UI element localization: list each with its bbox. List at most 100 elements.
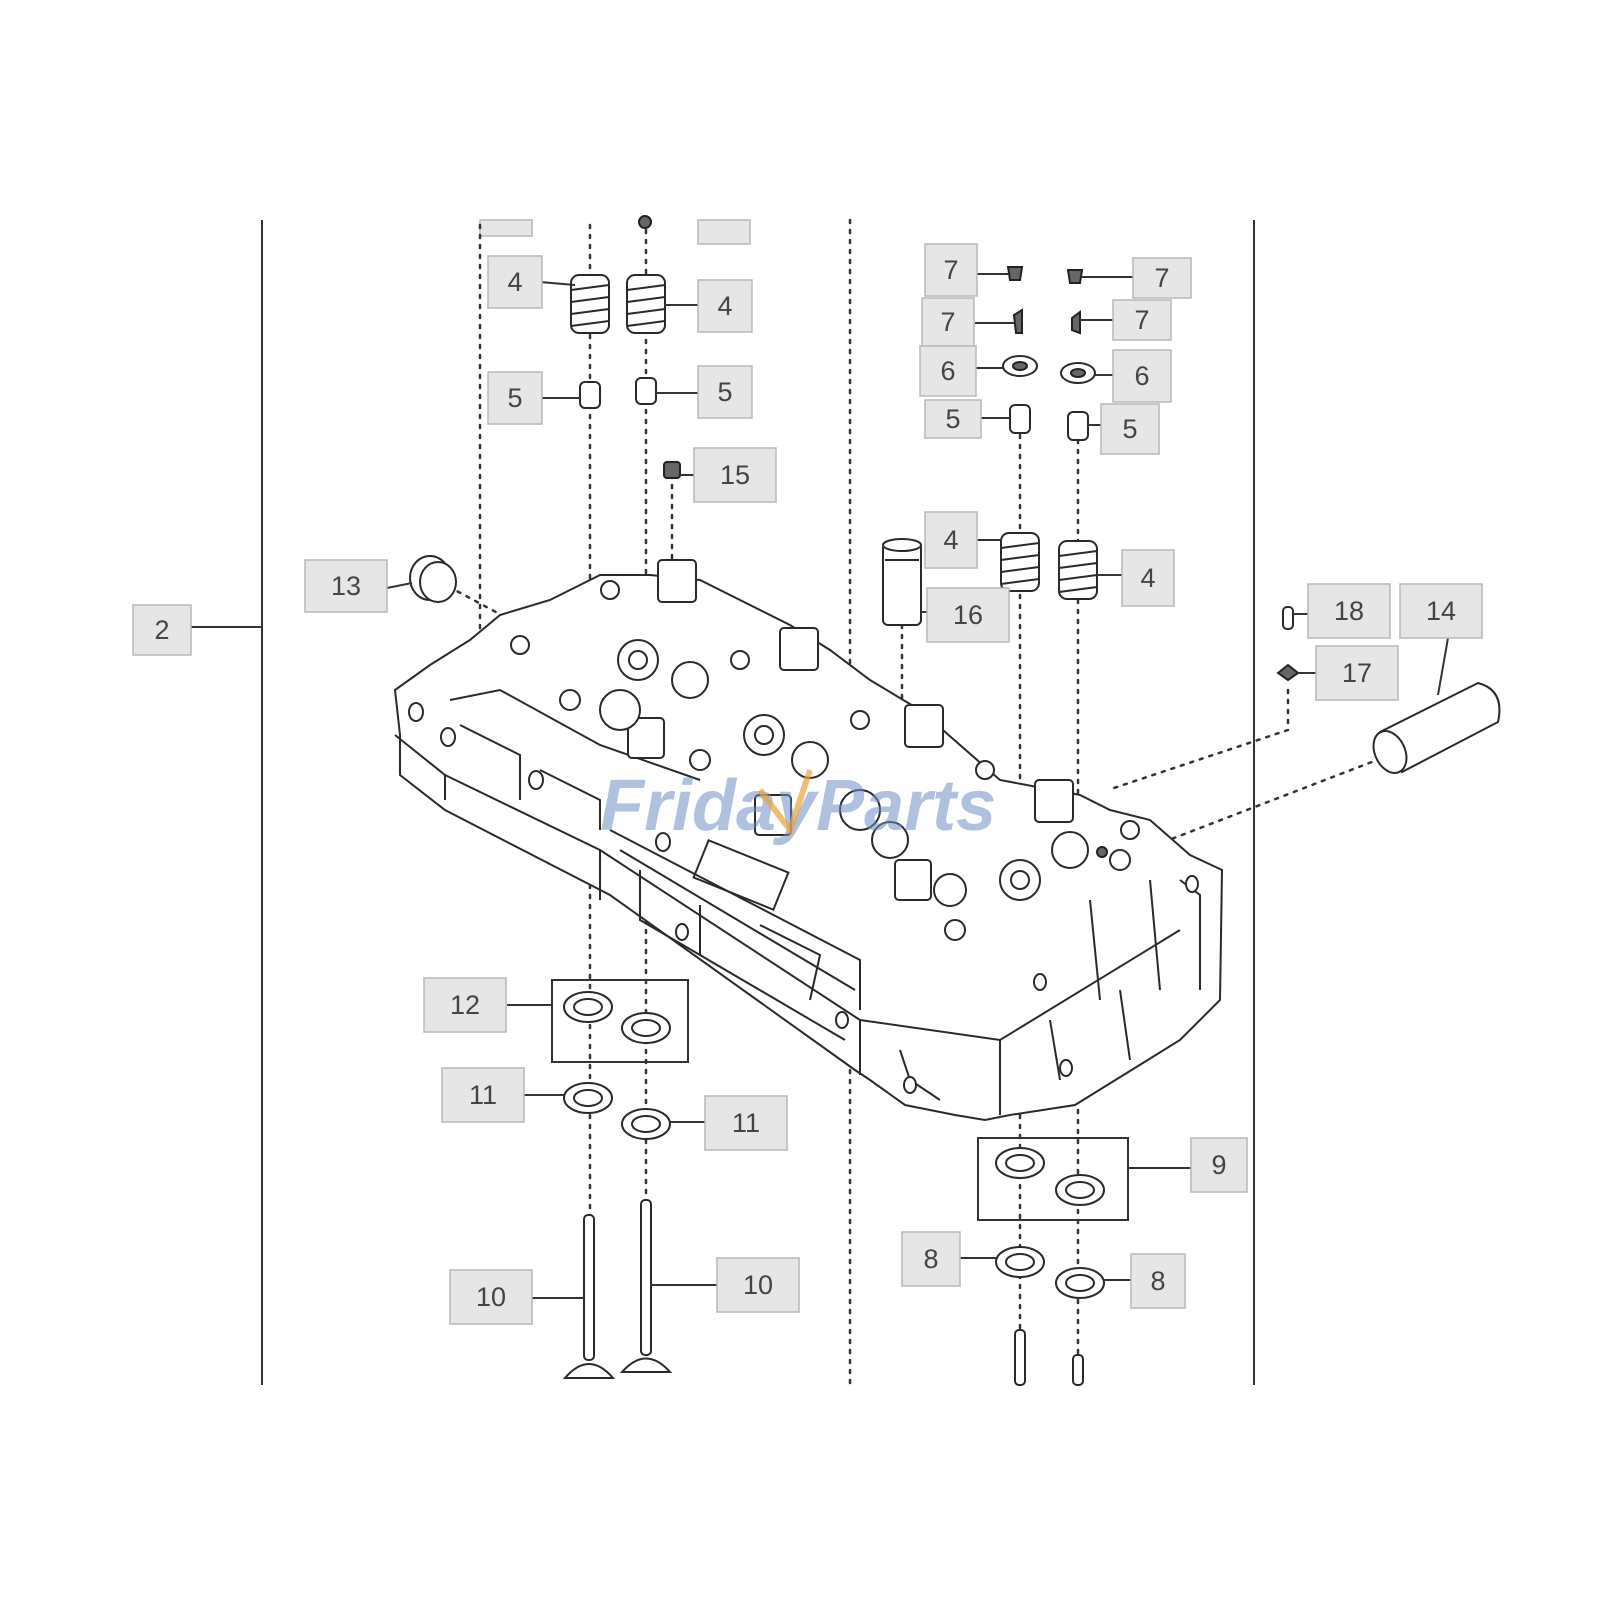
callout-2-c2: 2: [132, 604, 192, 656]
callout-6-c6b: 6: [1112, 349, 1172, 403]
callout-box: [1112, 349, 1172, 403]
callout-box: [1100, 403, 1160, 455]
valve-seats-9: [977, 1137, 1129, 1221]
callout-box: [704, 1095, 788, 1151]
callout-number: 7: [943, 255, 958, 285]
callout-number: 16: [953, 600, 983, 630]
callout-8-c8b: 8: [1130, 1253, 1186, 1309]
callout-box: [487, 371, 543, 425]
callout-15-c15: 15: [693, 447, 777, 503]
callout-box: [901, 1231, 961, 1287]
valve-spring-4-right-b: [1058, 540, 1098, 600]
callout-box: [919, 345, 977, 397]
callout-number: 5: [717, 377, 732, 407]
callout-number: 4: [1140, 563, 1155, 593]
callout-7-c7d: 7: [1112, 299, 1172, 341]
retainers-6: [1002, 355, 1096, 384]
callout-number: 18: [1334, 596, 1364, 626]
callout-4-c4c: 4: [924, 511, 978, 569]
watermark: FridayParts: [600, 766, 996, 846]
callout-number: 6: [940, 356, 955, 386]
callout-number: 7: [940, 307, 955, 337]
callout-13-c13: 13: [304, 559, 388, 613]
callout-6-c6a: 6: [919, 345, 977, 397]
callout-number: 5: [945, 404, 960, 434]
callout-box: [1132, 257, 1192, 299]
callout-4-c4b: 4: [697, 279, 753, 333]
callout-box: [304, 559, 388, 613]
callout-box: [716, 1257, 800, 1313]
callout-box: [697, 365, 753, 419]
callout-5-c5c: 5: [924, 399, 982, 439]
cup-plug-13: [409, 555, 457, 603]
callout-number: 4: [943, 525, 958, 555]
callout-number: 4: [507, 267, 522, 297]
callout-9-c9: 9: [1190, 1137, 1248, 1193]
callout-box: [1190, 1137, 1248, 1193]
callout-12-c12: 12: [423, 977, 507, 1033]
callout-number: 11: [469, 1080, 497, 1110]
sleeve-14: [1372, 681, 1501, 774]
keepers-7: [1006, 266, 1084, 335]
callout-number: 7: [1154, 263, 1169, 293]
watermark-check-icon: [757, 769, 813, 837]
callout-8-c8a: 8: [901, 1231, 961, 1287]
callout-7-c7a: 7: [924, 243, 978, 297]
callout-5-c5b: 5: [697, 365, 753, 419]
callout-box: [487, 255, 543, 309]
valves-right-stems: [1014, 1329, 1084, 1386]
callout-number: 13: [331, 571, 361, 601]
callout-box: [697, 279, 753, 333]
callout-16-c16: 16: [926, 587, 1010, 643]
callout-14-c14: 14: [1399, 583, 1483, 639]
callout-box: [924, 399, 982, 439]
valve-seals-8: [995, 1246, 1105, 1299]
callout-10-c10a: 10: [449, 1269, 533, 1325]
callout-number: 5: [507, 383, 522, 413]
valve-seats-12: [551, 979, 689, 1063]
callout-box: [926, 587, 1010, 643]
callout-10-c10b: 10: [716, 1257, 800, 1313]
callout-box: [924, 511, 978, 569]
plug-15: [663, 461, 681, 479]
callout-number: 10: [476, 1282, 506, 1312]
valves-10-left: [562, 1199, 673, 1379]
callout-5-c5a: 5: [487, 371, 543, 425]
cylinder-head: [393, 559, 1224, 1122]
callout-number: 9: [1211, 1150, 1226, 1180]
callout-number: 8: [1150, 1266, 1165, 1296]
top-cutoff-fragments: [479, 215, 751, 245]
callout-box: [1315, 645, 1399, 701]
callout-7-c7c: 7: [921, 297, 975, 347]
callout-number: 8: [923, 1244, 938, 1274]
callout-number: 17: [1342, 658, 1372, 688]
callout-number: 15: [720, 460, 750, 490]
callout-11-c11b: 11: [704, 1095, 788, 1151]
callout-18-c18: 18: [1307, 583, 1391, 639]
callout-number: 14: [1426, 596, 1456, 626]
injector-sleeve-16: [882, 538, 922, 626]
callout-box: [924, 243, 978, 297]
callout-number: 10: [743, 1270, 773, 1300]
callout-17-c17: 17: [1315, 645, 1399, 701]
callout-7-c7b: 7: [1132, 257, 1192, 299]
valve-cap-5-left-b: [635, 377, 657, 405]
pin-18: [1282, 606, 1294, 630]
valve-spring-4-left-b: [626, 274, 666, 334]
callout-box: [441, 1067, 525, 1123]
callout-box: [132, 604, 192, 656]
callout-11-c11a: 11: [441, 1067, 525, 1123]
callout-number: 2: [154, 615, 169, 645]
valve-cap-5-left-a: [579, 381, 601, 409]
callout-box: [1307, 583, 1391, 639]
callout-box: [1130, 1253, 1186, 1309]
callout-number: 6: [1134, 361, 1149, 391]
callout-4-c4a: 4: [487, 255, 543, 309]
callout-4-c4d: 4: [1121, 549, 1175, 607]
leader-lines: [190, 273, 1449, 1299]
callout-box: [921, 297, 975, 347]
callout-number: 11: [732, 1108, 760, 1138]
ball-17: [1276, 663, 1300, 682]
